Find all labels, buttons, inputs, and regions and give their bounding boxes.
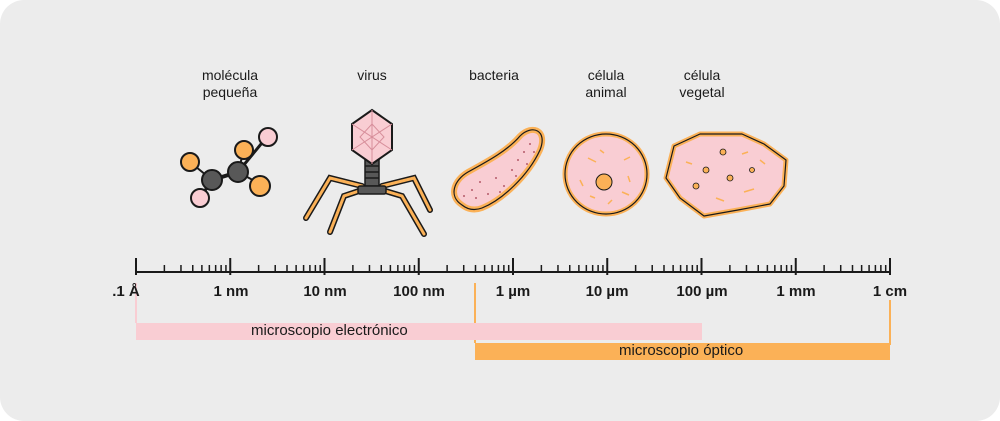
virus-icon (303, 108, 433, 237)
tick-label: 10 µm (585, 283, 629, 300)
optical-connector-right (889, 300, 891, 345)
tick-label: 100 nm (393, 283, 445, 300)
optical-connector-left (474, 283, 476, 343)
electron-microscope-label: microscopio electrónico (251, 322, 408, 339)
bacteria-icon (451, 126, 545, 213)
tick-label: 1 nm (213, 283, 249, 300)
tick-label: 1 µm (495, 283, 531, 300)
plant-cell-icon (663, 131, 789, 219)
electron-connector (135, 283, 137, 323)
scale-axis (135, 258, 891, 275)
tick-label: 1 cm (872, 283, 908, 300)
animal-cell-icon (562, 131, 650, 217)
optical-microscope-label: microscopio óptico (619, 342, 744, 359)
electron-microscope-bar (136, 323, 702, 340)
label-bacteria: bacteria (469, 67, 519, 83)
small-molecule-icon (180, 127, 278, 208)
tick-label: 100 µm (676, 283, 728, 300)
tick-label: 1 mm (776, 283, 816, 300)
label-virus: virus (357, 67, 387, 83)
tick-label: .1 Å (112, 283, 140, 300)
tick-label: 10 nm (303, 283, 347, 300)
optical-microscope-bar (475, 343, 890, 360)
